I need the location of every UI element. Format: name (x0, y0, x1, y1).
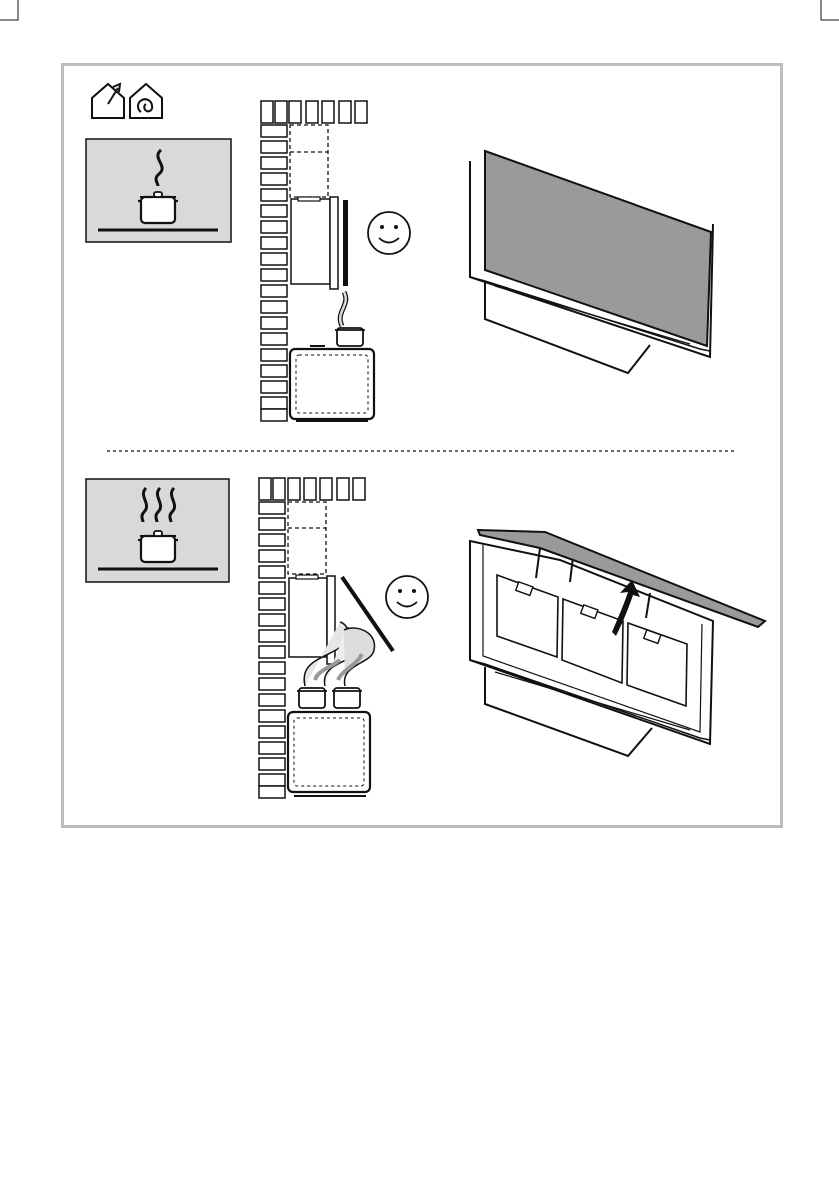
happy-face-icon (386, 576, 428, 618)
house-recirculation-icon (130, 84, 162, 118)
hood-panel-open (470, 530, 765, 756)
panel-low-steam (86, 84, 713, 421)
ceiling-tiles (259, 478, 365, 500)
wall-tiles (259, 502, 285, 798)
house-duct-out-icon (92, 84, 124, 118)
hood-panel-closed (470, 151, 713, 373)
ceiling-tiles (261, 101, 367, 123)
light-steam-cooking-icon (86, 139, 231, 242)
heavy-steam-cooking-icon (86, 479, 229, 582)
side-view-installation-open (259, 478, 393, 798)
panel-high-steam (86, 478, 765, 798)
wall-tiles (261, 125, 287, 421)
happy-face-icon (368, 212, 410, 254)
side-view-installation (261, 101, 374, 421)
